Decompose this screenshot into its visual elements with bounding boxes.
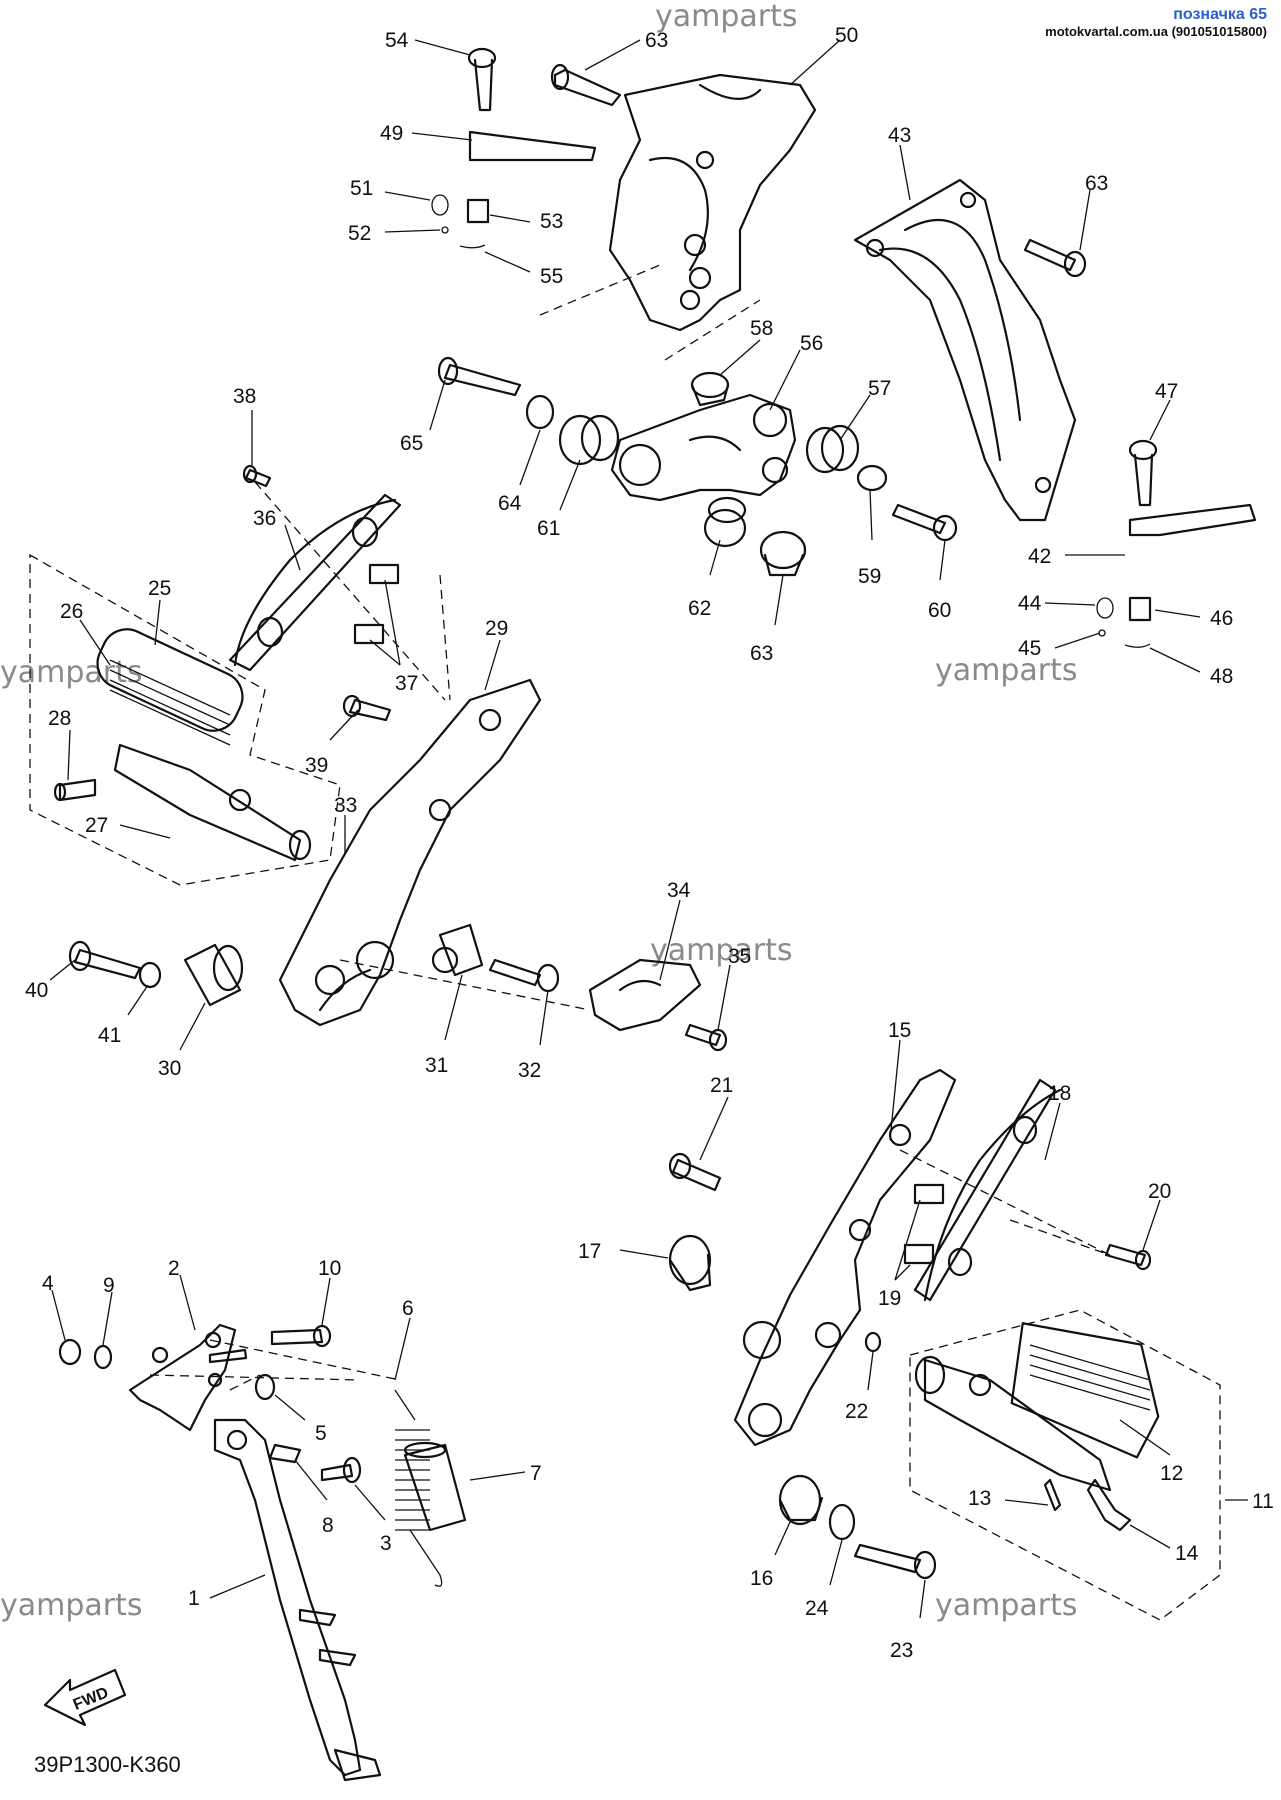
diagram-code: 39P1300-K360 xyxy=(34,1752,181,1777)
callout-label: 32 xyxy=(518,1059,541,1082)
callout-label: 22 xyxy=(845,1400,868,1423)
callout-label: 62 xyxy=(688,597,711,620)
callout-label: 64 xyxy=(498,492,522,515)
callout-label: 42 xyxy=(1028,545,1051,568)
callout-label: 47 xyxy=(1155,380,1178,403)
callout-label: 10 xyxy=(318,1257,341,1280)
callout-label: 6 xyxy=(402,1297,414,1320)
watermark: yamparts xyxy=(650,933,793,968)
callout-label: 46 xyxy=(1210,607,1233,630)
heel-bracket-50 xyxy=(608,73,817,332)
fwd-arrow-icon: FWD xyxy=(43,1668,127,1727)
callout-label: 63 xyxy=(1085,172,1108,195)
right-footrest-group xyxy=(864,1078,1221,1621)
callout-label: 4 xyxy=(42,1272,54,1295)
callout-label: 25 xyxy=(148,577,171,600)
callout-label: 48 xyxy=(1210,665,1233,688)
left-footrest-group xyxy=(29,493,402,886)
callout-label: 50 xyxy=(835,24,858,47)
callout-label: 43 xyxy=(888,124,911,147)
callout-label: 31 xyxy=(425,1054,448,1077)
assembly-guide-lines xyxy=(149,264,1111,1391)
callout-label: 14 xyxy=(1175,1542,1199,1565)
callout-label: 39 xyxy=(305,754,328,777)
callout-label: 18 xyxy=(1048,1082,1071,1105)
callout-label: 41 xyxy=(98,1024,121,1047)
callout-label: 29 xyxy=(485,617,508,640)
callout-label: 7 xyxy=(530,1462,542,1485)
callout-label: 9 xyxy=(103,1274,115,1297)
callout-label: 54 xyxy=(385,29,409,52)
callout-label: 65 xyxy=(400,432,423,455)
side-stand-group xyxy=(58,1323,467,1782)
callout-label: 56 xyxy=(800,332,823,355)
callout-label: 59 xyxy=(858,565,881,588)
callout-label: 49 xyxy=(380,122,403,145)
callout-label: 60 xyxy=(928,599,951,622)
callout-label: 58 xyxy=(750,317,773,340)
callout-label: 5 xyxy=(315,1422,327,1445)
callout-label: 40 xyxy=(25,979,48,1002)
callout-label: 15 xyxy=(888,1019,911,1042)
callout-label: 21 xyxy=(710,1074,733,1097)
watermark: yamparts xyxy=(0,1588,143,1623)
callout-label: 55 xyxy=(540,265,563,288)
callout-label: 24 xyxy=(805,1597,829,1620)
callout-label: 1 xyxy=(188,1587,200,1610)
callout-label: 34 xyxy=(667,879,691,902)
callout-label: 16 xyxy=(750,1567,773,1590)
callout-label: 27 xyxy=(85,814,108,837)
watermark: yamparts xyxy=(655,0,798,34)
callout-label: 28 xyxy=(48,707,71,730)
callout-label: 37 xyxy=(395,672,418,695)
callout-label: 33 xyxy=(334,794,357,817)
callout-label: 8 xyxy=(322,1514,334,1537)
callout-label: 20 xyxy=(1148,1180,1171,1203)
callout-label: 26 xyxy=(60,600,83,623)
callout-label: 19 xyxy=(878,1287,901,1310)
callout-label: 44 xyxy=(1018,592,1042,615)
callout-label: 13 xyxy=(968,1487,991,1510)
callout-label: 45 xyxy=(1018,637,1041,660)
watermark: yamparts xyxy=(935,653,1078,688)
header-subtitle: motokvartal.com.ua (901051015800) xyxy=(1045,24,1267,39)
callout-label: 35 xyxy=(728,945,751,968)
pivot-arm-56 xyxy=(610,393,797,502)
right-footpeg-bracket-15 xyxy=(733,1068,957,1447)
callout-label: 53 xyxy=(540,210,563,233)
rod-parts-top-left xyxy=(431,47,597,249)
callouts: 54 63 50 49 43 63 51 53 52 55 58 56 xyxy=(25,24,1274,1662)
watermark: yamparts xyxy=(935,1588,1078,1623)
left-hardware-group xyxy=(68,464,560,1007)
right-hardware-group xyxy=(668,1152,937,1580)
callout-label: 23 xyxy=(890,1639,913,1662)
callout-label: 2 xyxy=(168,1257,180,1280)
bushings-group xyxy=(525,371,888,577)
callout-label: 52 xyxy=(348,222,371,245)
callout-label: 12 xyxy=(1160,1462,1183,1485)
rod-parts-top-right xyxy=(1096,439,1257,648)
callout-label: 61 xyxy=(537,517,560,540)
callout-label: 30 xyxy=(158,1057,181,1080)
callout-label: 63 xyxy=(645,29,668,52)
page-header: позначка 65 motokvartal.com.ua (90105101… xyxy=(1045,6,1267,39)
callout-label: 38 xyxy=(233,385,256,408)
header-title: позначка 65 xyxy=(1173,6,1267,23)
left-footpeg-bracket-29 xyxy=(278,678,542,1027)
callout-label: 36 xyxy=(253,507,276,530)
stay-bracket-43 xyxy=(853,178,1077,522)
callout-label: 17 xyxy=(578,1240,601,1263)
callout-label: 51 xyxy=(350,177,373,200)
holder-34 xyxy=(588,958,728,1052)
callout-label: 11 xyxy=(1252,1490,1274,1513)
callout-label: 3 xyxy=(380,1532,392,1555)
callout-label: 57 xyxy=(868,377,891,400)
callout-label: 63 xyxy=(750,642,773,665)
